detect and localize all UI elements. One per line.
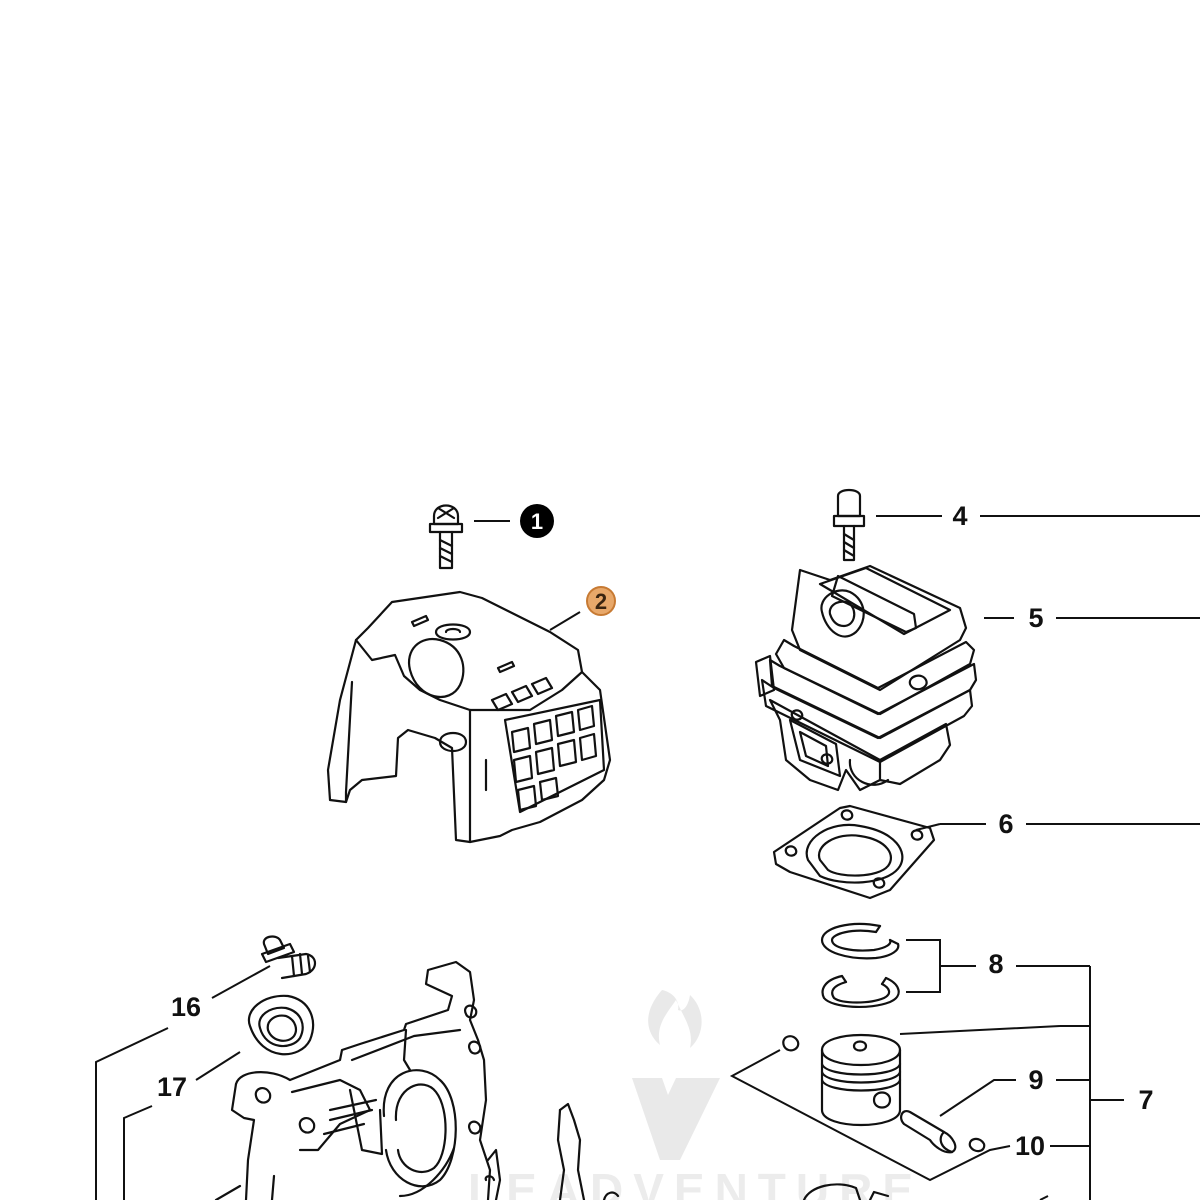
piston-rings-part-8 bbox=[820, 922, 900, 1009]
bolt-part-4 bbox=[832, 488, 866, 562]
callout-7-label: 7 bbox=[1138, 1085, 1153, 1115]
crankcase-part bbox=[214, 960, 492, 1200]
screw-part-1 bbox=[428, 504, 464, 570]
callout-4-label: 4 bbox=[952, 501, 967, 531]
oil-seal-part-17 bbox=[247, 994, 315, 1056]
cylinder-part-5 bbox=[754, 564, 978, 792]
callout-17-label: 17 bbox=[157, 1072, 187, 1102]
callout-1-badge bbox=[520, 504, 554, 538]
screw-part-16 bbox=[260, 935, 317, 980]
callout-5-label: 5 bbox=[1028, 603, 1043, 633]
crankshaft-part bbox=[602, 1183, 890, 1200]
callout-9-label: 9 bbox=[1028, 1065, 1043, 1095]
callout-8-label: 8 bbox=[988, 949, 1003, 979]
watermark-logo-icon bbox=[632, 990, 720, 1160]
crankcase-gasket bbox=[484, 1102, 586, 1200]
cylinder-cover-part-2 bbox=[326, 590, 612, 844]
callout-6-label: 6 bbox=[998, 809, 1013, 839]
piston-part-9 bbox=[820, 1034, 902, 1126]
watermark-text: LEADVENTURE bbox=[468, 1164, 923, 1200]
gasket-part-6 bbox=[772, 804, 936, 900]
piston-pin bbox=[900, 1110, 957, 1154]
callout-2-label[interactable]: 2 bbox=[595, 589, 607, 614]
callout-10-label: 10 bbox=[1015, 1131, 1045, 1161]
circlip bbox=[782, 1035, 986, 1153]
callout-1-label: 1 bbox=[531, 509, 543, 534]
callout-2-badge[interactable] bbox=[586, 586, 616, 616]
callout-16-label: 16 bbox=[171, 992, 201, 1022]
